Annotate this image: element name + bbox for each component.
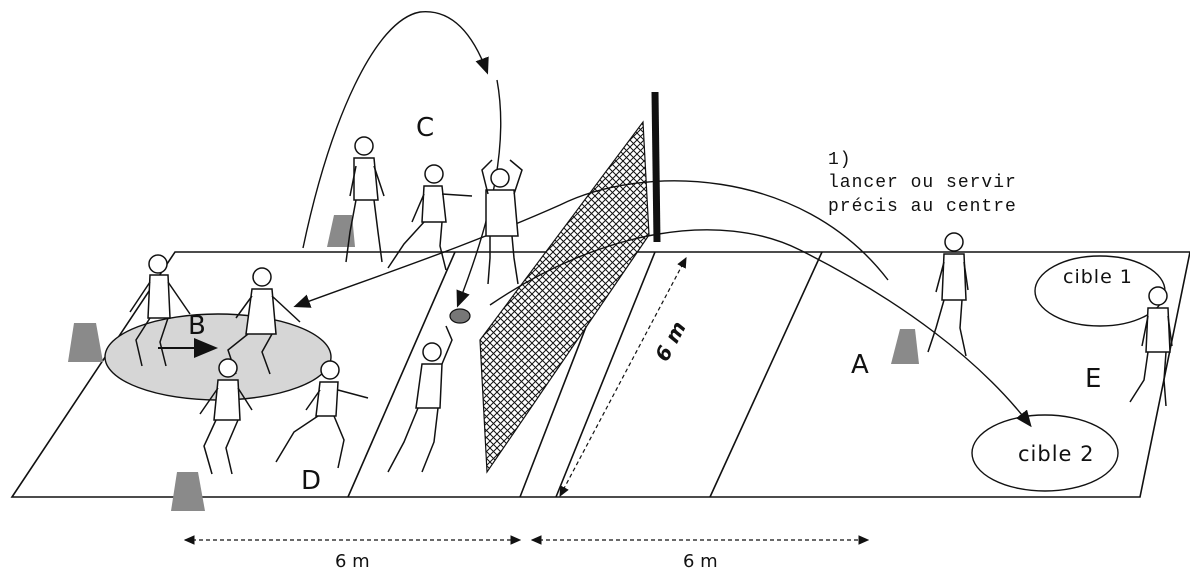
label-a: A [851, 350, 869, 380]
dimension-right-label: 6 m [683, 551, 718, 572]
dimension-left-label: 6 m [335, 551, 370, 572]
player-c-setter [482, 160, 522, 284]
target-1-label: cible 1 [1063, 266, 1133, 288]
player-c-running [388, 165, 472, 270]
instruction-line-1: lancer ou servir [828, 172, 1017, 194]
label-c: C [416, 113, 434, 143]
cone-left [68, 323, 103, 362]
label-d: D [301, 466, 321, 496]
ball [450, 309, 470, 323]
attack-line-right-b [710, 252, 822, 497]
label-b: B [188, 311, 206, 341]
instruction-number: 1) [828, 149, 852, 171]
pass-trajectory-top [303, 12, 487, 248]
label-e: E [1085, 364, 1101, 394]
net-post [655, 92, 657, 242]
player-attacker [388, 326, 452, 472]
cone-front [171, 472, 205, 511]
target-2-label: cible 2 [1018, 442, 1095, 466]
cone-a [891, 329, 919, 364]
instruction-line-2: précis au centre [828, 196, 1017, 218]
